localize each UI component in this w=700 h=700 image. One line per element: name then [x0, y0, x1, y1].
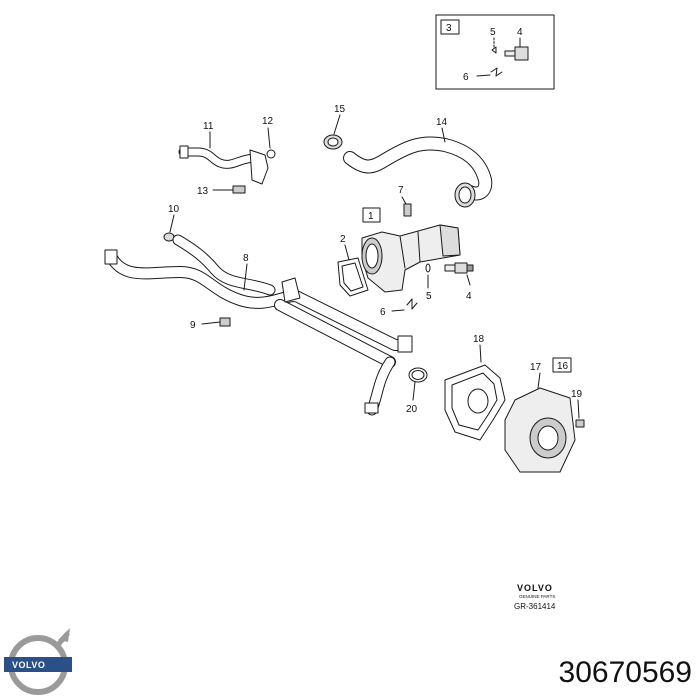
callout-8: 8 [243, 253, 249, 264]
temperature-sensor-inset [476, 37, 529, 77]
callout-6: 6 [380, 307, 386, 318]
stamp-brand: VOLVO [517, 583, 553, 593]
callout-box-3 [440, 19, 460, 35]
callout-5: 5 [426, 291, 432, 302]
volvo-logo: VOLVO [4, 628, 72, 695]
coolant-pipe-8 [104, 234, 413, 416]
genuine-parts-stamp: VOLVO GENUINE PARTS GR-361414 [514, 583, 556, 611]
callout-18: 18 [473, 334, 485, 345]
callout-19: 19 [571, 389, 583, 400]
gasket-18 [444, 344, 506, 441]
callout-17: 17 [530, 362, 542, 373]
bolt-9 [201, 317, 231, 327]
callout-4-inset: 4 [517, 27, 523, 38]
callout-20: 20 [406, 404, 418, 415]
callout-16: 16 [557, 361, 569, 372]
logo-text: VOLVO [12, 660, 45, 670]
temperature-sensor-4 [425, 262, 474, 289]
callout-9: 9 [190, 320, 196, 331]
callout-12: 12 [262, 116, 274, 127]
thermostat-housing-1 [361, 207, 461, 293]
gasket-2 [337, 244, 369, 297]
o-ring-10 [163, 214, 175, 242]
callout-3: 3 [446, 23, 452, 34]
callout-1: 1 [368, 211, 374, 222]
callout-14: 14 [436, 117, 448, 128]
bolt-7 [401, 196, 412, 217]
callout-4: 4 [466, 291, 472, 302]
callout-13: 13 [197, 186, 209, 197]
callout-11: 11 [203, 121, 214, 132]
callout-box-1 [362, 207, 381, 223]
bolt-13 [212, 185, 246, 194]
callout-7: 7 [398, 185, 404, 196]
part-number: 30670569 [558, 656, 692, 689]
water-pump-17 [504, 357, 585, 473]
callout-2: 2 [340, 234, 346, 245]
o-ring-20 [408, 367, 428, 401]
callout-6-inset: 6 [463, 72, 469, 83]
stamp-subtitle: GENUINE PARTS [519, 594, 555, 599]
coolant-hose-14 [343, 127, 493, 208]
callout-15: 15 [334, 104, 346, 115]
coolant-pipe-11 [178, 127, 276, 185]
callout-box-16 [552, 357, 572, 373]
hose-clamp-15 [323, 114, 343, 150]
clip-6 [391, 298, 418, 312]
callout-5-inset: 5 [490, 27, 496, 38]
callout-10: 10 [168, 204, 180, 215]
stamp-ref: GR-361414 [514, 602, 556, 611]
